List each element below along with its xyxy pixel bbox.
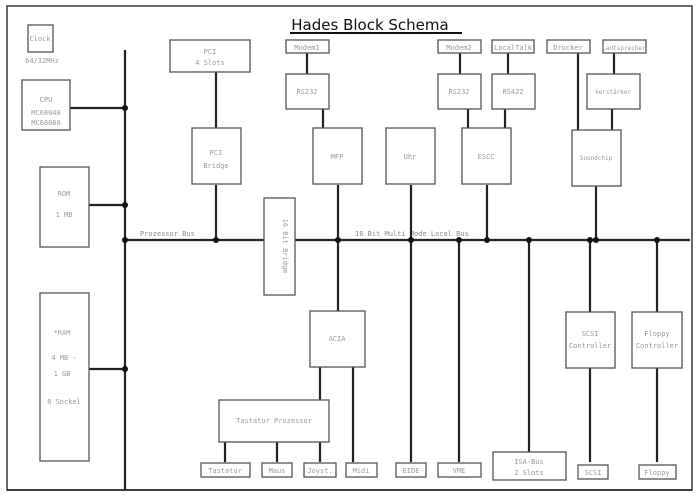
svg-text:Floppy: Floppy <box>644 469 669 477</box>
svg-text:Controller: Controller <box>636 342 678 350</box>
svg-text:MC68040: MC68040 <box>31 109 61 117</box>
svg-text:RS422: RS422 <box>502 88 523 96</box>
svg-text:*RAM: *RAM <box>54 329 71 337</box>
svg-text:Clock: Clock <box>29 35 51 43</box>
block-ram: *RAM 4 MB - 1 GB 8 Sockel <box>39 292 90 462</box>
block-escc: ESCC <box>461 127 512 185</box>
block-eide: EIDE <box>395 462 427 478</box>
block-mfp: MFP <box>312 127 363 185</box>
block-tastatur: Tastatur <box>200 462 251 478</box>
svg-text:Maus: Maus <box>269 467 286 475</box>
svg-text:1 MB: 1 MB <box>56 211 73 219</box>
svg-text:Verstärker: Verstärker <box>595 89 632 96</box>
svg-text:MFP: MFP <box>331 153 344 161</box>
svg-text:Lautsprecher: Lautsprecher <box>602 45 646 52</box>
block-floppy-controller: Floppy Controller <box>631 311 683 369</box>
svg-text:CPU: CPU <box>40 96 53 104</box>
svg-text:1 GB: 1 GB <box>54 370 71 378</box>
svg-text:Tastatur: Tastatur <box>208 467 242 475</box>
svg-text:Modem2: Modem2 <box>446 44 471 52</box>
block-lautsprecher: Lautsprecher <box>602 39 647 54</box>
svg-text:SCSI: SCSI <box>585 469 602 477</box>
block-soundchip: Soundchip <box>571 129 622 187</box>
diagram-title: Hades Block Schema <box>291 16 448 34</box>
block-verstaerker: Verstärker <box>586 73 641 110</box>
svg-text:ISA-Bus: ISA-Bus <box>514 458 544 466</box>
svg-text:MC68060: MC68060 <box>31 119 61 127</box>
block-modem2: Modem2 <box>437 39 482 54</box>
block-floppy: Floppy <box>638 464 677 480</box>
svg-text:Floppy: Floppy <box>644 330 669 338</box>
svg-text:ACIA: ACIA <box>329 335 347 343</box>
svg-text:Joyst.: Joyst. <box>307 467 332 475</box>
block-rs232-b: RS232 <box>437 73 482 110</box>
block-midi: Midi <box>345 462 378 478</box>
svg-text:Drucker: Drucker <box>553 44 583 52</box>
svg-text:Midi: Midi <box>353 467 370 475</box>
block-uhr: Uhr <box>385 127 436 185</box>
block-maus: Maus <box>261 462 293 478</box>
block-cpu: CPU MC68040 MC68060 <box>21 79 71 131</box>
block-drucker: Drucker <box>546 39 591 54</box>
block-rs422: RS422 <box>491 73 536 110</box>
svg-text:LocalTalk: LocalTalk <box>494 44 533 52</box>
block-tastatur-prozessor: Tastatur Prozessor <box>218 399 330 443</box>
svg-text:Soundchip: Soundchip <box>580 155 613 162</box>
svg-text:Controller: Controller <box>569 342 611 350</box>
svg-text:ROM: ROM <box>58 190 71 198</box>
processor-bus-label: Prozessor Bus <box>140 230 195 238</box>
svg-text:SCSI: SCSI <box>582 330 599 338</box>
svg-text:Uhr: Uhr <box>404 153 417 161</box>
svg-text:4 MB -: 4 MB - <box>51 354 76 362</box>
block-rom: ROM 1 MB <box>39 166 90 248</box>
svg-text:Bridge: Bridge <box>203 162 228 170</box>
svg-text:Modem1: Modem1 <box>294 44 319 52</box>
svg-text:8 Sockel: 8 Sockel <box>47 398 81 406</box>
clock-frequency: 64/32MHz <box>25 57 59 65</box>
svg-text:PCI: PCI <box>210 149 223 157</box>
svg-text:VME: VME <box>453 467 466 475</box>
block-modem1: Modem1 <box>285 39 330 54</box>
svg-text:Tastatur Prozessor: Tastatur Prozessor <box>236 417 312 425</box>
block-joyst: Joyst. <box>303 462 337 478</box>
block-rs232-a: RS232 <box>285 73 330 110</box>
block-scsi-controller: SCSI Controller <box>565 311 616 369</box>
svg-text:2 Slots: 2 Slots <box>514 469 544 477</box>
svg-text:4 Slots: 4 Slots <box>195 59 225 67</box>
svg-text:PCI: PCI <box>204 48 217 56</box>
connections <box>70 53 659 462</box>
block-16bit-bridge: 16 Bit Bridge <box>263 197 296 296</box>
block-pci-slots: PCI 4 Slots <box>169 39 251 73</box>
block-clock: Clock <box>27 24 54 53</box>
block-scsi: SCSI <box>577 464 609 480</box>
svg-text:ESCC: ESCC <box>478 153 495 161</box>
svg-text:16 Bit Bridge: 16 Bit Bridge <box>281 219 289 274</box>
block-vme: VME <box>437 462 482 478</box>
svg-text:EIDE: EIDE <box>403 467 420 475</box>
svg-text:RS232: RS232 <box>296 88 317 96</box>
svg-text:RS232: RS232 <box>448 88 469 96</box>
block-localtalk: LocalTalk <box>491 39 535 54</box>
block-pci-bridge: PCI Bridge <box>191 127 242 185</box>
bus-junctions <box>122 105 660 372</box>
block-isa-bus: ISA-Bus 2 Slots <box>492 451 567 481</box>
block-acia: ACIA <box>309 310 366 368</box>
